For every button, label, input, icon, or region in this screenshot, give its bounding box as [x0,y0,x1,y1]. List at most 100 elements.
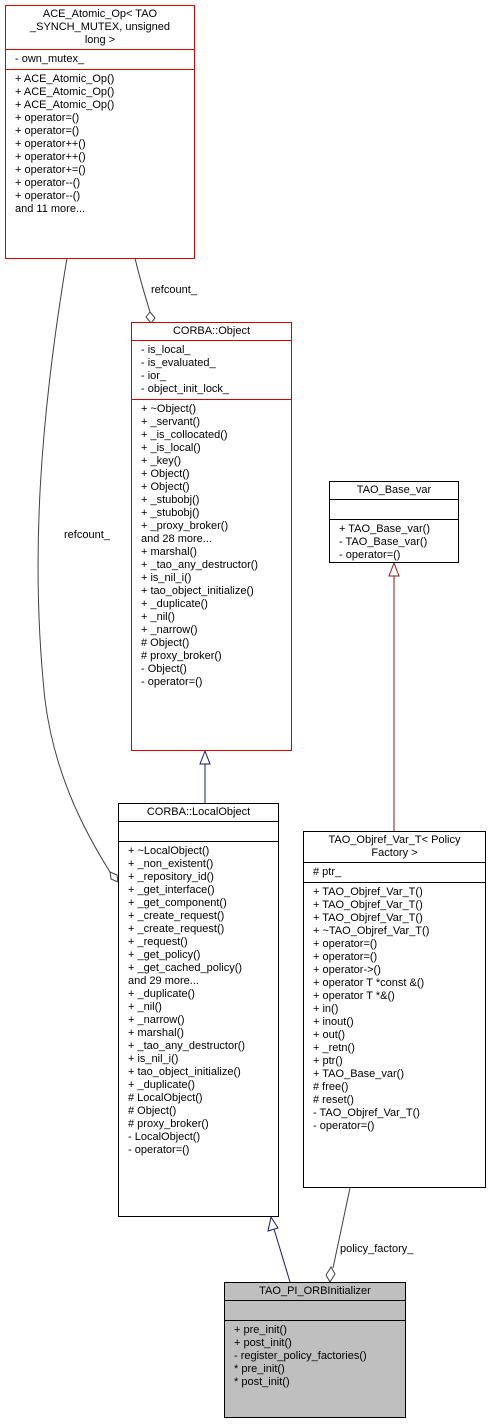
method-item[interactable]: - operator=() [313,1120,375,1132]
method-item[interactable]: + tao_object_initialize() [141,585,254,597]
method-item[interactable]: + operator--() [15,190,81,202]
method-item[interactable]: * pre_init() [234,1363,285,1375]
method-item[interactable]: + inout() [313,1016,354,1028]
method-item[interactable]: + ~LocalObject() [128,845,210,857]
method-item[interactable]: + out() [313,1029,346,1041]
class-methods-section: + ~Object()+ _servant()+ _is_collocated(… [132,399,291,692]
method-item[interactable]: + _servant() [141,416,200,428]
method-item[interactable]: - register_policy_factories() [234,1350,367,1362]
method-item[interactable]: + operator=() [313,951,378,963]
method-item[interactable]: + TAO_Base_var() [339,523,430,535]
method-item[interactable]: + _create_request() [128,923,225,935]
method-item[interactable]: # Object() [141,637,190,649]
method-item[interactable]: + post_init() [234,1337,292,1349]
method-item[interactable]: * post_init() [234,1376,290,1388]
method-item[interactable]: + Object() [141,468,190,480]
method-item[interactable]: + ~Object() [141,403,197,415]
class-tao-pi-orbinitializer[interactable]: TAO_PI_ORBInitializer+ pre_init()+ post_… [224,1282,406,1418]
method-item[interactable]: - Object() [141,663,187,675]
method-item[interactable]: + _duplicate() [128,988,195,1000]
method-item[interactable]: + _is_collocated() [141,429,228,441]
method-item[interactable]: + TAO_Objref_Var_T() [313,886,423,898]
method-item[interactable]: and 29 more... [128,975,199,987]
method-item[interactable]: + _narrow() [141,624,198,636]
method-item[interactable]: # LocalObject() [128,1092,203,1104]
method-item[interactable]: + _get_interface() [128,884,215,896]
method-item[interactable]: + _request() [128,936,188,948]
attribute-item[interactable]: - is_evaluated_ [141,357,216,369]
method-item[interactable]: + _non_existent() [128,858,214,870]
method-item[interactable]: + marshal() [141,546,197,558]
class-attributes-section: - own_mutex_ [6,49,194,69]
method-item[interactable]: + _get_component() [128,897,227,909]
method-item[interactable]: - operator=() [128,1144,190,1156]
method-item[interactable]: - operator=() [141,676,203,688]
class-corba-object[interactable]: CORBA::Object- is_local_- is_evaluated_-… [131,322,292,751]
method-item[interactable]: + is_nil_i() [141,572,192,584]
method-item[interactable]: + ACE_Atomic_Op() [15,99,115,111]
method-item[interactable]: # proxy_broker() [128,1118,209,1130]
method-item[interactable]: # proxy_broker() [141,650,222,662]
method-item[interactable]: # reset() [313,1094,354,1106]
method-item[interactable]: + operator=() [15,125,80,137]
method-item[interactable]: and 28 more... [141,533,212,545]
method-item[interactable]: + _tao_any_destructor() [141,559,259,571]
method-item[interactable]: # Object() [128,1105,177,1117]
method-item[interactable]: + tao_object_initialize() [128,1066,241,1078]
method-item[interactable]: - TAO_Base_var() [339,536,428,548]
attribute-item[interactable]: - own_mutex_ [15,53,85,65]
method-item[interactable]: + _narrow() [128,1014,185,1026]
method-item[interactable]: # free() [313,1081,349,1093]
class-tao-objref-var-t[interactable]: TAO_Objref_Var_T< Policy Factory ># ptr_… [303,831,486,1188]
method-item[interactable]: + operator--() [15,177,81,189]
method-item[interactable]: + Object() [141,481,190,493]
method-item[interactable]: + _is_local() [141,442,201,454]
method-item[interactable]: + _proxy_broker() [141,520,229,532]
class-corba-localobject[interactable]: CORBA::LocalObject+ ~LocalObject()+ _non… [118,803,279,1217]
method-item[interactable]: + operator T *&() [313,990,395,1002]
class-tao-base-var[interactable]: TAO_Base_var+ TAO_Base_var()- TAO_Base_v… [329,481,459,563]
method-item[interactable]: + _stubobj() [141,494,200,506]
method-item[interactable]: + _create_request() [128,910,225,922]
method-item[interactable]: + ~TAO_Objref_Var_T() [313,925,430,937]
method-item[interactable]: + _nil() [128,1001,162,1013]
method-item[interactable]: + operator++() [15,151,86,163]
method-item[interactable]: - operator=() [339,549,401,561]
method-item[interactable]: - TAO_Objref_Var_T() [313,1107,420,1119]
method-item[interactable]: - LocalObject() [128,1131,201,1143]
class-ace-atomic-op[interactable]: ACE_Atomic_Op< TAO _SYNCH_MUTEX, unsigne… [5,5,195,259]
method-item[interactable]: + marshal() [128,1027,184,1039]
method-item[interactable]: + operator++() [15,138,86,150]
method-item[interactable]: + pre_init() [234,1324,287,1336]
method-item[interactable]: + _get_policy() [128,949,201,961]
attribute-item[interactable]: # ptr_ [313,866,342,878]
method-item[interactable]: + operator+=() [15,164,86,176]
attribute-item[interactable]: - ior_ [141,370,167,382]
method-item[interactable]: + TAO_Objref_Var_T() [313,899,423,911]
method-item[interactable]: + _retn() [313,1042,355,1054]
method-item[interactable]: + _duplicate() [141,598,208,610]
method-item[interactable]: + operator T *const &() [313,977,425,989]
method-item[interactable]: + _stubobj() [141,507,200,519]
method-item[interactable]: + _get_cached_policy() [128,962,243,974]
attribute-item[interactable]: - is_local_ [141,344,191,356]
method-item[interactable]: and 11 more... [15,203,86,215]
method-item[interactable]: + operator=() [313,938,378,950]
method-item[interactable]: + _duplicate() [128,1079,195,1091]
class-title: CORBA::Object [172,325,251,337]
method-item[interactable]: + is_nil_i() [128,1053,179,1065]
method-item[interactable]: + ACE_Atomic_Op() [15,73,115,85]
policy-factory-label: policy_factory_ [340,1243,414,1255]
method-item[interactable]: + TAO_Base_var() [313,1068,404,1080]
method-item[interactable]: + ptr() [313,1055,343,1067]
method-item[interactable]: + _repository_id() [128,871,214,883]
attribute-item[interactable]: - object_init_lock_ [141,383,230,395]
method-item[interactable]: + TAO_Objref_Var_T() [313,912,423,924]
method-item[interactable]: + _nil() [141,611,175,623]
method-item[interactable]: + in() [313,1003,339,1015]
method-item[interactable]: + ACE_Atomic_Op() [15,86,115,98]
method-item[interactable]: + _key() [141,455,182,467]
method-item[interactable]: + _tao_any_destructor() [128,1040,246,1052]
method-item[interactable]: + operator->() [313,964,381,976]
method-item[interactable]: + operator=() [15,112,80,124]
